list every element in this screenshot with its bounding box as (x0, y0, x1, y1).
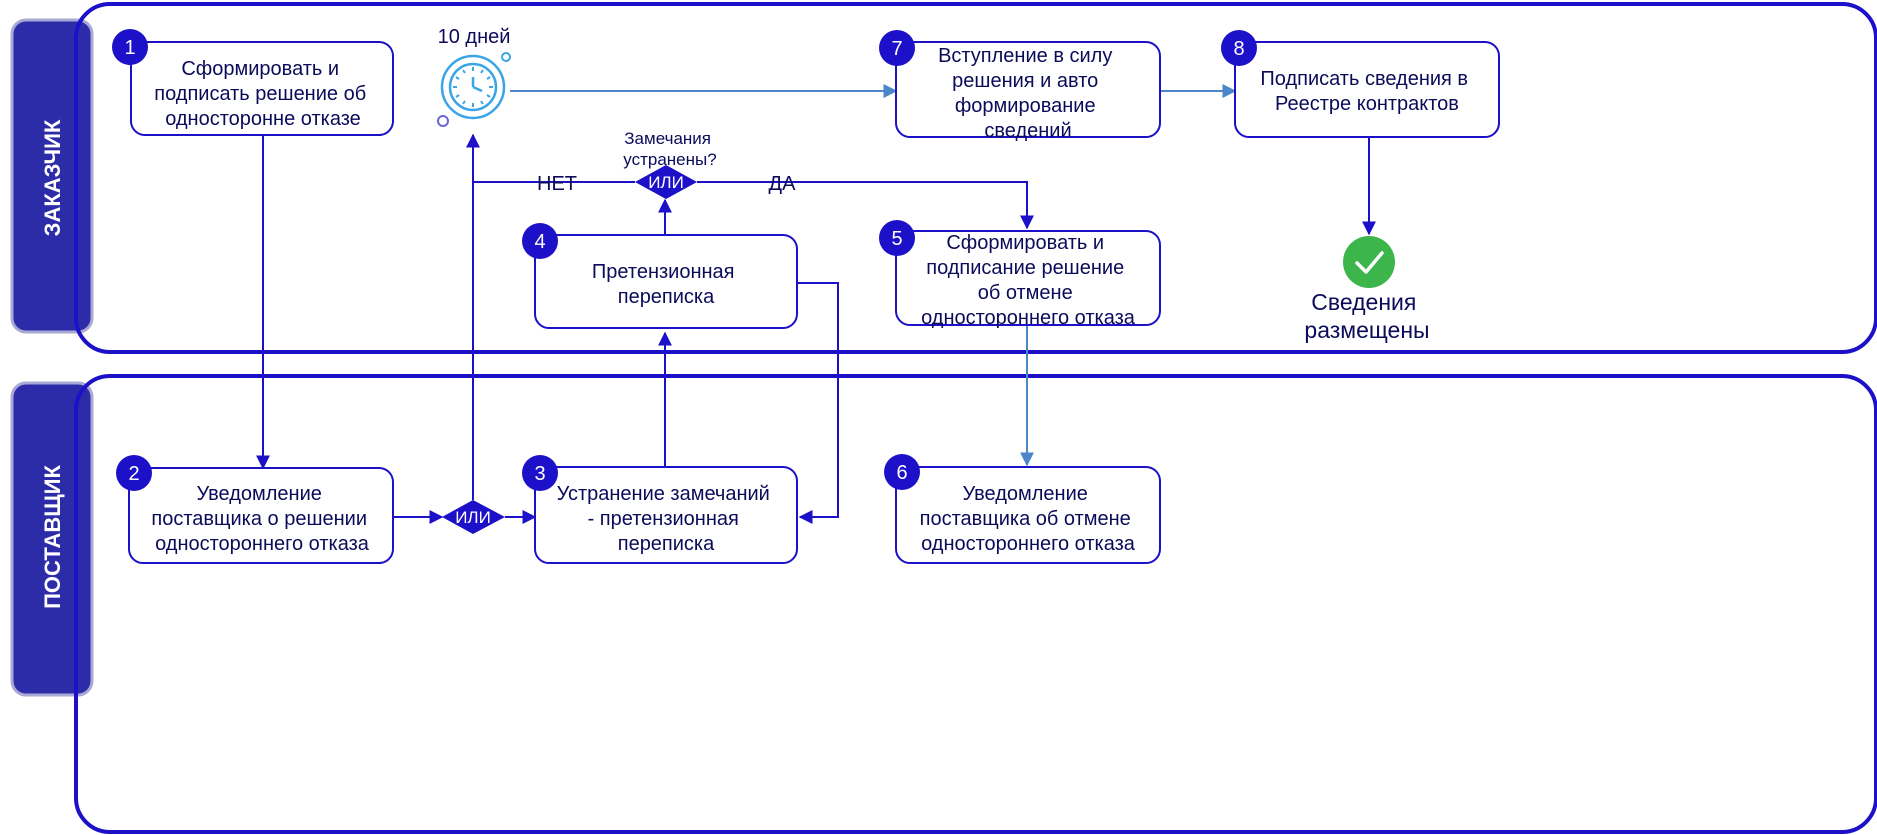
timer-label: 10 дней (438, 26, 511, 48)
step-8-text: Подписать сведения в Реестре контрактов (1260, 68, 1473, 115)
step-5-badge: 5 (879, 220, 915, 256)
svg-text:7: 7 (891, 38, 902, 60)
step-5-text: Сформировать и подписание решение об отм… (921, 232, 1136, 329)
step-6-text: Уведомление поставщика об отмене односто… (920, 483, 1137, 555)
gateway-or-supplier: ИЛИ (442, 500, 505, 534)
svg-text:ИЛИ: ИЛИ (648, 173, 684, 192)
step-7-badge: 7 (879, 30, 915, 66)
gateway-or-question: ИЛИ (635, 165, 697, 199)
step-4-box (534, 234, 798, 329)
lane-supplier-label: ПОСТАВЩИК (10, 381, 94, 697)
step-6-box (895, 466, 1161, 564)
step-3-box (534, 466, 798, 564)
lane-customer (74, 2, 1877, 354)
svg-text:3: 3 (534, 463, 545, 485)
step-7-box (895, 41, 1161, 138)
step-2-box (128, 467, 394, 564)
lane-customer-text: ЗАКАЗЧИК (40, 119, 65, 236)
step-3-text: Устранение замечаний - претензионная пер… (557, 483, 776, 555)
check-icon (1343, 236, 1395, 288)
svg-text:1: 1 (124, 37, 135, 59)
svg-text:5: 5 (891, 228, 902, 250)
lane-customer-label: ЗАКАЗЧИК (10, 18, 94, 334)
flow-4-to-3 (797, 282, 839, 524)
step-2-badge: 2 (116, 455, 152, 491)
step-4-text: Претензионная переписка (592, 261, 740, 308)
lane-supplier-text: ПОСТАВЩИК (40, 465, 65, 609)
clock-icon (437, 52, 511, 127)
svg-text:4: 4 (534, 231, 545, 253)
step-1-text: Сформировать и подписать решение об одно… (154, 58, 371, 130)
flow-question-yes (697, 181, 1034, 230)
step-4-badge: 4 (522, 223, 558, 259)
step-1-badge: 1 (112, 29, 148, 65)
step-3-badge: 3 (522, 455, 558, 491)
step-8-box (1234, 41, 1500, 138)
lane-supplier (74, 374, 1877, 834)
svg-text:ИЛИ: ИЛИ (455, 508, 491, 527)
end-event-text: Сведения размещены (1304, 289, 1429, 343)
step-2-text: Уведомление поставщика о решении односто… (151, 483, 372, 555)
step-1-box (130, 41, 394, 136)
branch-no-label: НЕТ (537, 173, 577, 195)
question-text: Замечания устранены? (623, 129, 716, 169)
step-6-badge: 6 (884, 454, 920, 490)
step-5-box (895, 230, 1161, 326)
step-8-badge: 8 (1221, 30, 1257, 66)
branch-yes-label: ДА (769, 173, 797, 195)
step-7-text: Вступление в силу решения и авто формиро… (938, 45, 1118, 142)
svg-text:2: 2 (128, 463, 139, 485)
svg-text:6: 6 (896, 462, 907, 484)
svg-text:8: 8 (1233, 38, 1244, 60)
